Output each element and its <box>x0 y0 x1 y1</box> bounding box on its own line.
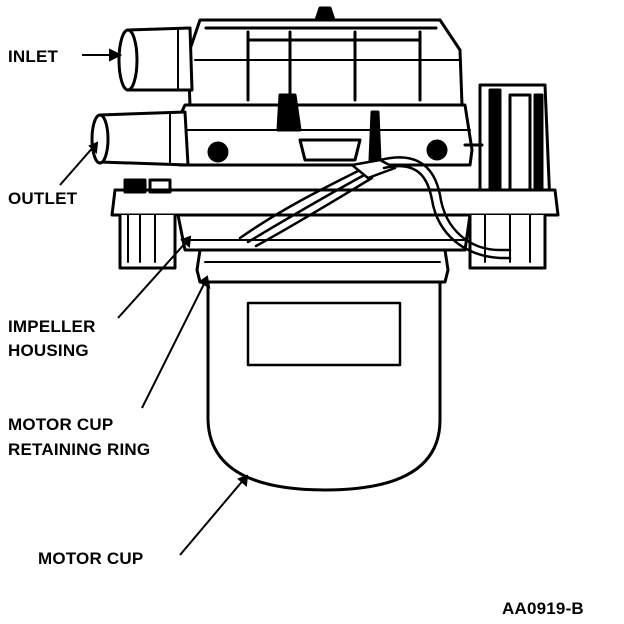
motor-cup-leader <box>179 477 246 556</box>
outlet-label: OUTLET <box>8 189 78 208</box>
outlet-arrowhead <box>88 141 99 155</box>
pump-drawing <box>90 6 560 492</box>
motor-cup-arrowhead <box>237 474 249 487</box>
impeller-housing-label-line1: IMPELLER <box>8 317 96 336</box>
impeller-arrowhead <box>180 235 192 248</box>
inlet-label: INLET <box>8 47 59 66</box>
wiring-harness <box>238 156 512 260</box>
retaining-ring-label-line1: MOTOR CUP <box>8 415 113 434</box>
leader-lines <box>59 48 249 556</box>
motor-cup <box>206 280 442 492</box>
pump-body <box>176 93 474 167</box>
callout-labels: INLET OUTLET IMPELLER HOUSING MOTOR CUP … <box>8 47 584 618</box>
electrical-connector <box>463 83 552 207</box>
inlet-arrowhead <box>109 48 123 62</box>
figure-code: AA0919-B <box>502 599 584 618</box>
motor-cup-label: MOTOR CUP <box>38 549 143 568</box>
retaining-arrowhead <box>198 275 211 289</box>
impeller-housing <box>176 213 472 252</box>
retaining-ring-label-line2: RETAINING RING <box>8 440 150 459</box>
inlet-tube <box>117 26 194 92</box>
retaining-leader <box>141 279 207 409</box>
outlet-tube <box>90 110 190 167</box>
top-cover <box>186 6 464 107</box>
motor-cup-retaining-ring <box>195 248 450 284</box>
outlet-leader <box>59 144 96 186</box>
impeller-housing-label-line2: HOUSING <box>8 341 89 360</box>
impeller-leader <box>117 239 189 319</box>
